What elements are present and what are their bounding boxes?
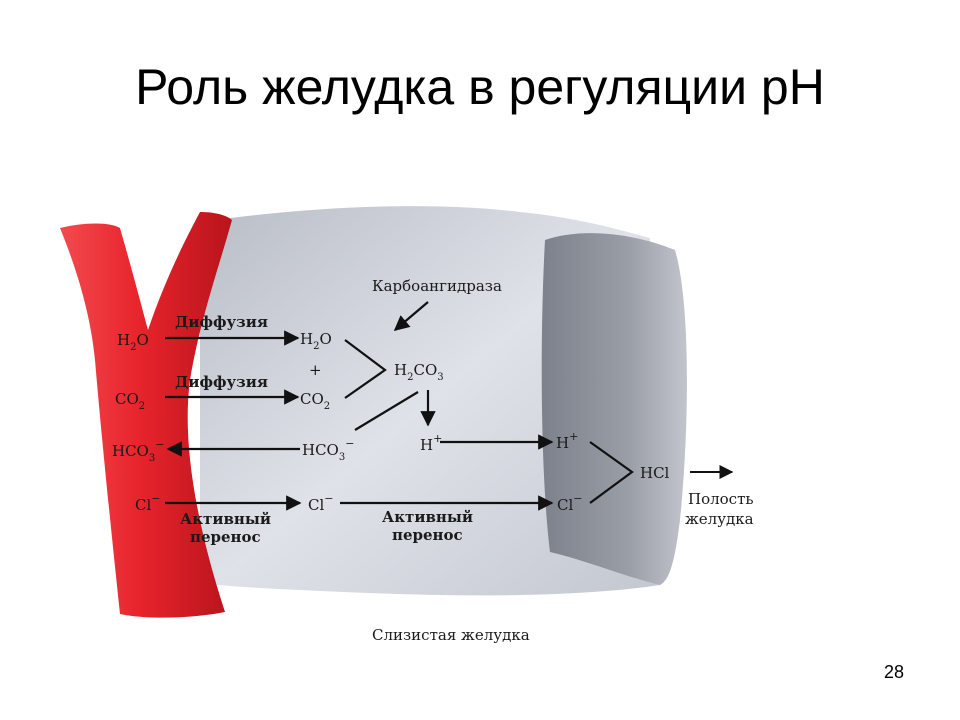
diffusion-label-1: Диффузия bbox=[175, 313, 268, 331]
blood-vessel bbox=[60, 212, 232, 618]
blood-h2o: H2O bbox=[117, 331, 149, 353]
blood-hco3: HCO3− bbox=[112, 438, 164, 464]
dissociation-line-hco3 bbox=[354, 391, 419, 431]
cell-plus: + bbox=[309, 361, 322, 379]
blood-cl: Cl− bbox=[135, 492, 161, 514]
cell-cl: Cl− bbox=[308, 492, 334, 514]
cell-hco3: HCO3− bbox=[302, 437, 354, 463]
cell-h2o: H2O bbox=[300, 330, 332, 352]
blood-co2: CO2 bbox=[115, 390, 145, 412]
lumen-h-plus: H+ bbox=[556, 430, 578, 452]
gastric-cavity-label-2: желудка bbox=[685, 510, 754, 528]
active-transport-label-2b: перенос bbox=[392, 526, 463, 544]
lumen-cl: Cl− bbox=[557, 492, 583, 514]
reaction-lines-to-hcl bbox=[589, 441, 634, 504]
cell-h-plus: H+ bbox=[420, 432, 442, 454]
active-transport-label-2a: Активный bbox=[382, 508, 473, 526]
gastric-cavity-label-1: Полость bbox=[688, 490, 754, 508]
active-transport-label-1b: перенос bbox=[190, 528, 261, 546]
page-number: 28 bbox=[883, 662, 904, 682]
diffusion-label-2: Диффузия bbox=[175, 373, 268, 391]
active-transport-label-1a: Активный bbox=[180, 510, 271, 528]
arrow-enzyme bbox=[393, 301, 429, 331]
reaction-lines-to-h2co3 bbox=[344, 339, 387, 399]
lumen-block bbox=[541, 233, 687, 586]
cell-h2co3: H2CO3 bbox=[394, 361, 444, 383]
slide-title: Роль желудка в регуляции pH bbox=[135, 59, 825, 115]
carbonic-anhydrase-label: Карбоангидраза bbox=[372, 277, 502, 295]
mucosa-caption: Слизистая желудка bbox=[372, 626, 530, 644]
cell-co2: CO2 bbox=[300, 390, 330, 412]
lumen-hcl: HCl bbox=[640, 464, 670, 482]
